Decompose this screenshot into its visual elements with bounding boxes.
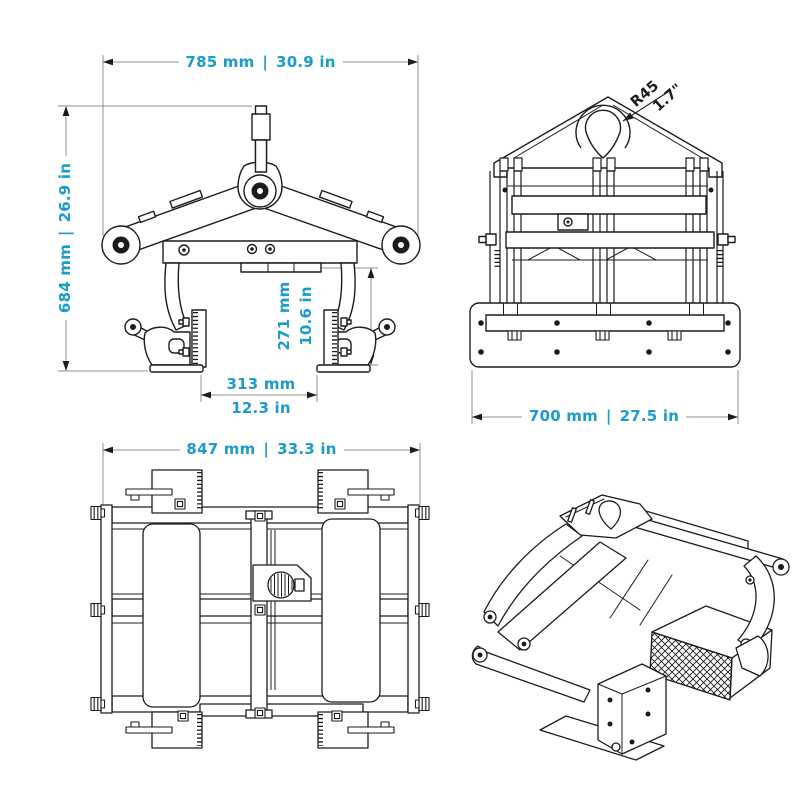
separator: | [263, 440, 270, 458]
isometric-view-drawing [471, 494, 790, 761]
right-grip-pad [321, 518, 381, 703]
dimension-jaw-opening: 313 mm 12.3 in [227, 376, 296, 416]
side-view-drawing [469, 89, 741, 424]
dimension-jaw-height: 271 mm 10.6 in [275, 281, 315, 351]
top-width-metric: 847 mm [186, 440, 256, 458]
separator: | [262, 53, 269, 71]
plan-view-drawing [90, 443, 430, 749]
dimension-top-width: 847 mm | 33.3 in [179, 440, 344, 458]
separator: | [605, 407, 612, 425]
side-view-dimension-arrows [472, 413, 738, 421]
jaw-height-metric: 271 mm [275, 281, 293, 351]
jaw-opening-imperial: 12.3 in [231, 398, 291, 417]
top-width-imperial: 33.3 in [277, 440, 337, 458]
side-width-imperial: 27.5 in [619, 407, 680, 425]
left-grip-pad [142, 523, 201, 708]
iso-lifting-eye [598, 500, 622, 530]
iso-grip-pad [649, 631, 733, 701]
jaw-height-imperial: 10.6 in [296, 286, 315, 346]
separator: | [56, 230, 74, 237]
jaw-opening-metric: 313 mm [226, 375, 296, 393]
lifting-eye-ring [575, 104, 631, 149]
overall-width-imperial: 30.9 in [276, 53, 336, 71]
overall-width-metric: 785 mm [185, 53, 255, 71]
clamp-rail [505, 231, 715, 249]
upper-beam [511, 195, 707, 215]
overall-height-metric: 684 mm [56, 244, 74, 314]
right-jaw [323, 309, 339, 368]
left-jaw [191, 309, 207, 368]
overall-height-imperial: 26.9 in [56, 162, 74, 223]
cross-beam [162, 240, 358, 264]
front-view-drawing [58, 55, 421, 402]
lifting-eye-hole [584, 109, 622, 159]
plan-view-dimension-arrows [103, 446, 420, 454]
dimension-side-width: 700 mm | 27.5 in [521, 407, 687, 425]
dimension-overall-width: 785 mm | 30.9 in [178, 53, 343, 71]
dimension-overall-height: 684 mm | 26.9 in [56, 155, 74, 321]
side-width-metric: 700 mm [528, 407, 598, 425]
